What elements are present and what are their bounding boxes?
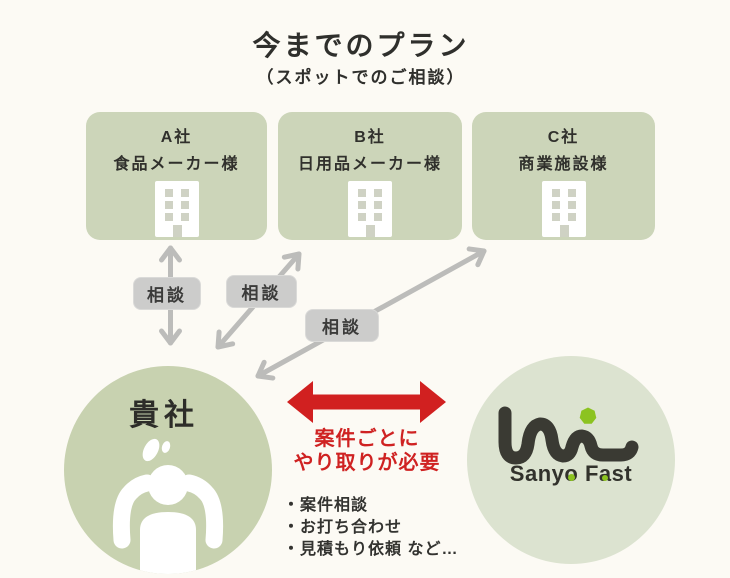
company-type: 日用品メーカー様 [297, 156, 442, 173]
consult-label-a: 相談 [133, 277, 201, 310]
person-holding-head-icon [112, 438, 224, 574]
brand-text: F [578, 461, 599, 486]
company-card-b: B社 日用品メーカー様 [278, 112, 462, 240]
company-name: A社 [160, 129, 193, 146]
office-building-icon [154, 181, 199, 237]
exchange-double-arrow [287, 381, 446, 423]
page-title: 今までのプラン [252, 30, 470, 61]
brand-text: st [611, 461, 633, 486]
brand-letter-a: a [598, 461, 612, 486]
brand-wordmark: Sanyo Fast [467, 461, 675, 487]
provider-circle: Sanyo Fast [467, 356, 675, 564]
task-item: ・見積もり依頼 など… [283, 541, 459, 558]
brand-letter-o: o [564, 461, 579, 486]
company-type: 食品メーカー様 [113, 156, 240, 173]
exchange-caption: 案件ごとに やり取りが必要 [277, 427, 457, 475]
brand-text: Sany [509, 461, 565, 486]
consult-label-c: 相談 [305, 309, 379, 342]
client-label: 貴社 [129, 399, 199, 432]
green-heptagon-dot [579, 407, 597, 424]
exchange-caption-line2: やり取りが必要 [293, 452, 441, 474]
task-item: ・お打ち合わせ [283, 519, 403, 536]
task-list: ・案件相談 ・お打ち合わせ ・見積もり依頼 など… [283, 495, 458, 561]
exchange-caption-line1: 案件ごとに [314, 428, 420, 450]
company-name: B社 [354, 129, 386, 146]
office-building-icon [348, 181, 392, 237]
company-card-c: C社 商業施設様 [472, 112, 655, 240]
consult-label-b: 相談 [226, 275, 297, 308]
company-name: C社 [547, 129, 580, 146]
uni-squiggle-logo [498, 406, 639, 465]
company-type: 商業施設様 [518, 156, 609, 173]
page-subtitle: （スポットでのご相談） [256, 68, 466, 87]
office-building-icon [541, 181, 586, 237]
company-card-a: A社 食品メーカー様 [86, 112, 267, 240]
client-circle: 貴社 [64, 366, 272, 574]
task-item: ・案件相談 [283, 497, 369, 514]
